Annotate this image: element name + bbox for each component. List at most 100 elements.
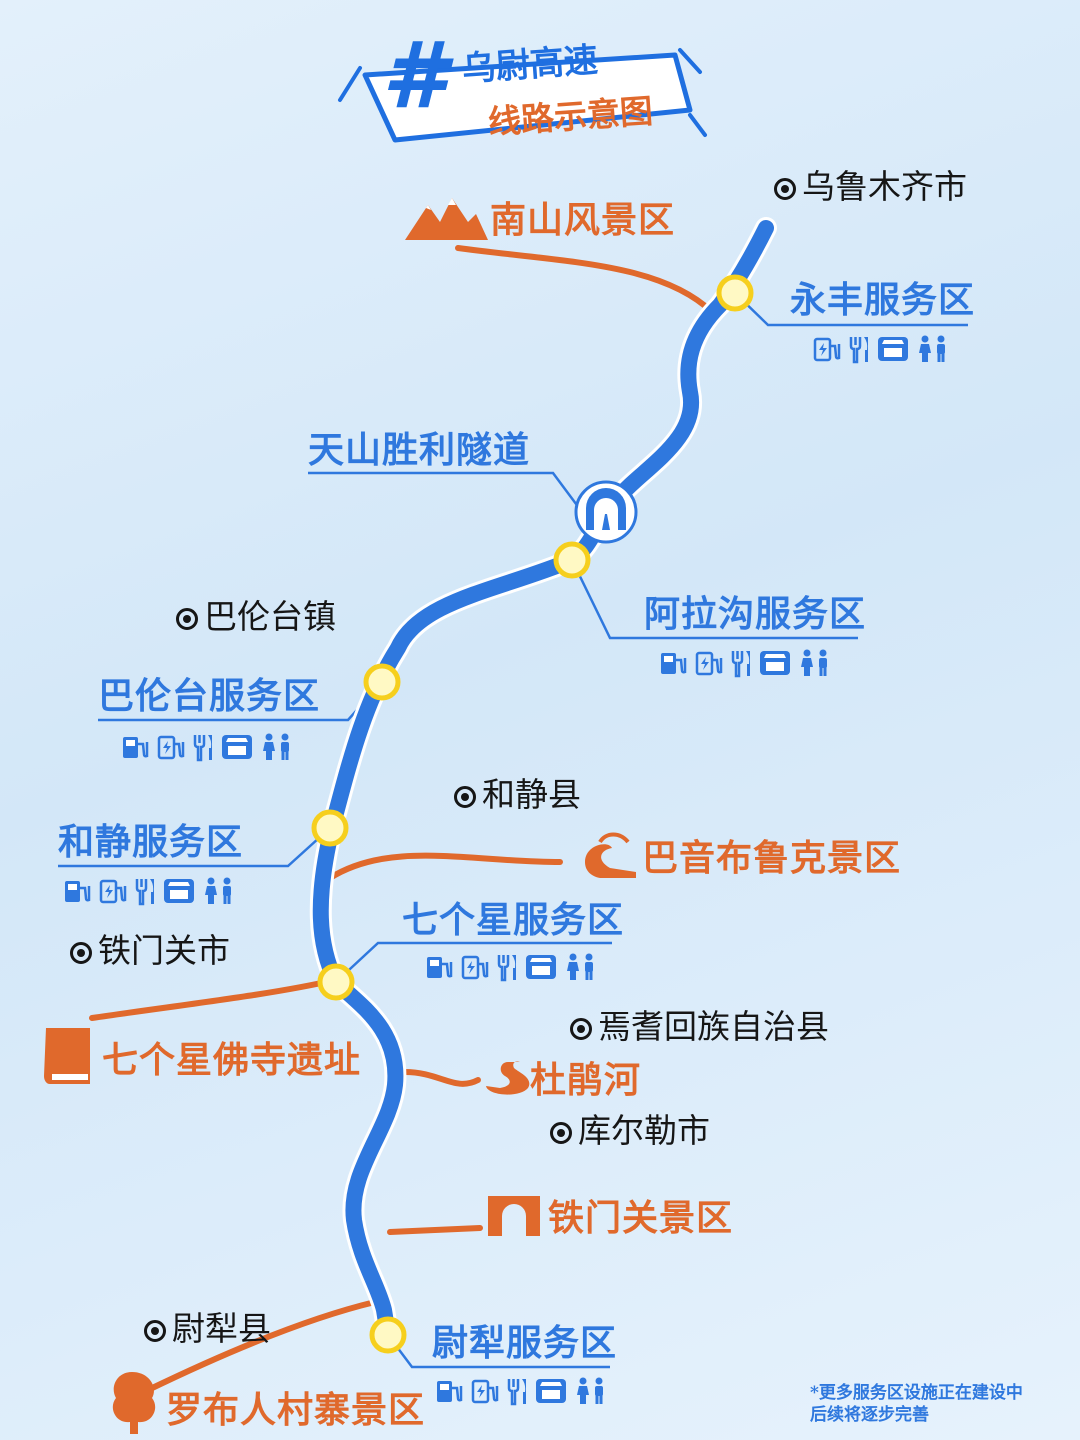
connector-nanshan <box>455 245 715 315</box>
fuel-icon <box>434 1376 464 1406</box>
scenic-bayinbuluke-label[interactable]: 巴音布鲁克景区 <box>642 837 902 879</box>
title-hash: # <box>382 22 447 129</box>
amenities-baluntai <box>120 732 294 762</box>
restroom-icon <box>202 876 236 906</box>
gate-icon <box>488 1196 540 1236</box>
city-label: 巴伦台镇 <box>204 597 336 636</box>
connector-luobu <box>145 1299 378 1393</box>
restroom-icon <box>564 952 598 982</box>
service-area-hejing-label[interactable]: 和静服务区 <box>58 821 244 863</box>
node-yongfeng[interactable] <box>716 274 754 312</box>
city-yanqi: 焉耆回族自治县 <box>570 1010 829 1043</box>
connector-tiemenguan-scenic <box>387 1225 483 1235</box>
city-marker-icon <box>454 786 476 808</box>
amenities-yongfeng <box>812 334 950 364</box>
ev-charging-icon <box>98 876 128 906</box>
city-marker-icon <box>774 178 796 200</box>
city-hejing: 和静县 <box>454 778 581 811</box>
leader-tunnel <box>308 471 590 521</box>
scenic-duhe-label[interactable]: 杜鹃河 <box>530 1059 642 1101</box>
fuel-icon <box>658 648 688 678</box>
fuel-icon <box>120 732 150 762</box>
city-marker-icon <box>570 1018 592 1040</box>
shop-icon <box>758 648 792 678</box>
river-bend-icon <box>585 844 636 878</box>
city-marker-icon <box>144 1320 166 1342</box>
fuel-icon <box>62 876 92 906</box>
title-banner-shape <box>362 52 693 143</box>
city-baluntai: 巴伦台镇 <box>176 600 336 633</box>
dining-icon <box>506 1376 528 1406</box>
note-line2: 后续将逐步完善 <box>810 1405 929 1425</box>
tunnel-icon <box>574 480 638 544</box>
leader-alagou <box>570 559 858 640</box>
city-yuli: 尉犁县 <box>144 1312 271 1345</box>
mountain-snow <box>426 198 456 210</box>
node-baluntai-sa[interactable] <box>363 663 401 701</box>
city-label: 铁门关市 <box>98 931 230 970</box>
city-korla: 库尔勒市 <box>550 1114 710 1147</box>
restroom-icon <box>260 732 294 762</box>
ev-charging-icon <box>812 334 842 364</box>
note-line1: *更多服务区设施正在建设中 <box>810 1383 1023 1403</box>
leader-qigexing <box>335 941 612 983</box>
scenic-qigexing-temple-label[interactable]: 七个星佛寺遗址 <box>102 1039 362 1081</box>
node-qigexing[interactable] <box>317 963 355 1001</box>
service-area-baluntai-label[interactable]: 巴伦台服务区 <box>98 675 321 717</box>
node-alagou[interactable] <box>553 541 591 579</box>
dining-icon <box>496 952 518 982</box>
restroom-icon <box>916 334 950 364</box>
dining-icon <box>134 876 156 906</box>
scenic-tiemenguan-label[interactable]: 铁门关景区 <box>548 1197 734 1239</box>
amenities-yuli <box>434 1376 608 1406</box>
restroom-icon <box>574 1376 608 1406</box>
river-ripple <box>598 832 630 844</box>
service-area-yongfeng-label[interactable]: 永丰服务区 <box>790 279 976 321</box>
ev-charging-icon <box>470 1376 500 1406</box>
restroom-icon <box>798 648 832 678</box>
book-icon <box>44 1028 90 1084</box>
ev-charging-icon <box>156 732 186 762</box>
ev-charging-icon <box>694 648 724 678</box>
city-marker-icon <box>550 1122 572 1144</box>
amenities-alagou <box>658 648 832 678</box>
service-area-yuli-label[interactable]: 尉犁服务区 <box>432 1322 618 1364</box>
node-hejing-sa[interactable] <box>311 809 349 847</box>
city-marker-icon <box>70 942 92 964</box>
service-area-qigexing-label[interactable]: 七个星服务区 <box>402 899 625 941</box>
title-banner <box>338 48 707 143</box>
leader-hejing-sa <box>58 827 331 868</box>
shop-icon <box>162 876 196 906</box>
title-line1: 乌尉高速 <box>460 40 600 90</box>
tree-icon <box>112 1372 156 1434</box>
city-label: 库尔勒市 <box>578 1111 710 1150</box>
city-label: 乌鲁木齐市 <box>802 167 967 206</box>
amenities-hejing <box>62 876 236 906</box>
city-tiemenguan: 铁门关市 <box>70 934 230 967</box>
book-pages <box>52 1074 88 1080</box>
connector-bayinbuluke <box>327 852 563 881</box>
ev-charging-icon <box>460 952 490 982</box>
node-yuli-sa[interactable] <box>369 1316 407 1354</box>
shop-icon <box>876 334 910 364</box>
fuel-icon <box>424 952 454 982</box>
swan-icon <box>486 1061 530 1095</box>
service-area-alagou-label[interactable]: 阿拉沟服务区 <box>644 593 867 635</box>
connector-duhe <box>402 1069 481 1087</box>
city-label: 和静县 <box>482 775 581 814</box>
dining-icon <box>730 648 752 678</box>
city-label: 尉犁县 <box>172 1309 271 1348</box>
scenic-nanshan-label[interactable]: 南山风景区 <box>490 199 676 241</box>
tunnel-label: 天山胜利隧道 <box>308 429 531 471</box>
mountain-icon <box>405 198 488 240</box>
title-banner-strokes <box>338 48 707 137</box>
construction-note: *更多服务区设施正在建设中 后续将逐步完善 <box>810 1382 1050 1426</box>
shop-icon <box>220 732 254 762</box>
dining-icon <box>848 334 870 364</box>
scenic-luobu-label[interactable]: 罗布人村寨景区 <box>166 1389 426 1431</box>
connector-qigexing-temple <box>89 977 338 1021</box>
shop-icon <box>524 952 558 982</box>
amenities-qigexing <box>424 952 598 982</box>
